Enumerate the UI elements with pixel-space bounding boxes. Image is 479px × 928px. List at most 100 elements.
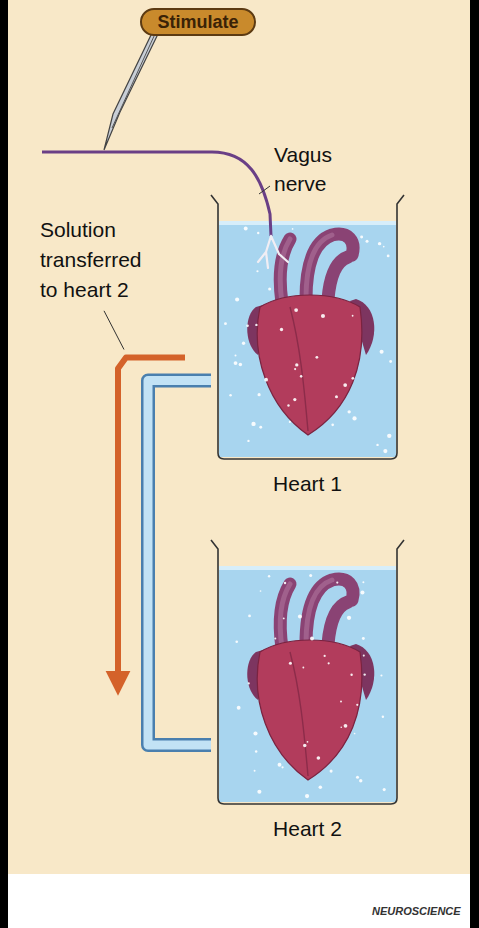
bubble — [360, 235, 363, 238]
bubble — [344, 724, 348, 728]
bubble — [366, 240, 369, 243]
bubble — [248, 682, 250, 684]
bubble — [300, 375, 303, 378]
heart-groove — [290, 307, 308, 431]
bubble — [268, 287, 271, 290]
beaker-drawing — [210, 195, 405, 460]
bubble — [224, 322, 227, 325]
bubble — [255, 324, 257, 326]
nerve-branches — [258, 236, 288, 268]
bubble — [359, 779, 362, 782]
beaker: Heart 1 — [210, 195, 405, 460]
heart — [257, 640, 362, 780]
bubble — [387, 254, 390, 257]
bubble — [336, 581, 338, 583]
electrode-wire — [112, 34, 155, 128]
bubble — [347, 616, 351, 620]
bubble — [294, 368, 296, 370]
bubble — [281, 766, 283, 768]
vagus-nerve — [42, 152, 271, 236]
solution — [219, 221, 396, 457]
bubble — [234, 361, 238, 365]
bubble — [251, 422, 255, 426]
bubble — [354, 733, 356, 735]
bubble — [378, 242, 381, 245]
beaker-drawing — [210, 540, 405, 805]
glass — [211, 540, 404, 804]
bubble — [324, 655, 326, 657]
bubble — [330, 770, 333, 773]
bubble — [382, 716, 384, 718]
bubble — [303, 744, 306, 747]
bubble — [352, 315, 354, 317]
tube-lumen — [148, 381, 211, 746]
transfer-tube — [104, 311, 211, 745]
bubble — [302, 667, 304, 669]
solution — [219, 566, 396, 802]
bubble — [380, 674, 382, 676]
footer-band — [8, 874, 470, 928]
bubble — [387, 434, 391, 438]
bubble — [280, 328, 283, 331]
bubble — [294, 308, 298, 312]
bubble — [360, 591, 364, 595]
bubble — [356, 704, 358, 706]
bubble — [257, 232, 259, 234]
bubble — [292, 228, 294, 230]
electrode — [104, 33, 158, 150]
bubble — [363, 673, 365, 675]
bubble — [347, 410, 350, 413]
bubble — [239, 363, 242, 366]
leader-line — [104, 311, 124, 350]
bubble — [362, 637, 365, 640]
glass — [211, 195, 404, 459]
tube-wall — [148, 381, 211, 746]
bubble — [383, 788, 386, 791]
node-label: Stimulate — [157, 12, 238, 33]
bubble — [331, 423, 334, 426]
bubble — [383, 246, 385, 248]
bubble — [335, 395, 338, 398]
bubble — [247, 440, 249, 442]
bubble — [389, 360, 392, 363]
bubble — [246, 324, 249, 327]
flow-arrow — [118, 358, 185, 684]
solution-surface — [219, 566, 396, 570]
bubble — [274, 638, 276, 640]
bubble — [363, 655, 365, 657]
bubble — [283, 618, 285, 620]
bubble — [260, 590, 262, 592]
bubble — [350, 673, 352, 675]
bubbles — [235, 574, 385, 798]
bubble — [257, 790, 261, 794]
solution-surface — [219, 221, 396, 225]
bubble — [254, 770, 256, 772]
bubble — [229, 394, 232, 397]
bubble — [317, 756, 321, 760]
bubble — [248, 614, 251, 617]
bubble — [289, 421, 291, 423]
beaker: Heart 2 — [210, 540, 405, 805]
bubble — [264, 378, 268, 382]
bubble — [315, 356, 318, 359]
bubble — [295, 363, 298, 366]
bubble — [351, 377, 354, 380]
bubble — [289, 662, 292, 665]
great-vessels — [280, 234, 353, 303]
bubble — [328, 662, 330, 664]
leader-line — [259, 186, 270, 194]
bubble — [237, 706, 241, 710]
bubble — [310, 637, 314, 641]
bubble — [293, 398, 296, 401]
bubble — [256, 270, 258, 272]
bubble — [356, 776, 359, 779]
bubble — [235, 297, 239, 301]
bubble — [340, 701, 342, 703]
edge-label: Solution transferred to heart 2 — [40, 215, 158, 306]
great-vessels — [280, 579, 353, 648]
bubble — [287, 404, 289, 406]
bubble — [244, 227, 248, 231]
bubble — [352, 416, 356, 420]
node-label: Heart 2 — [210, 817, 405, 841]
